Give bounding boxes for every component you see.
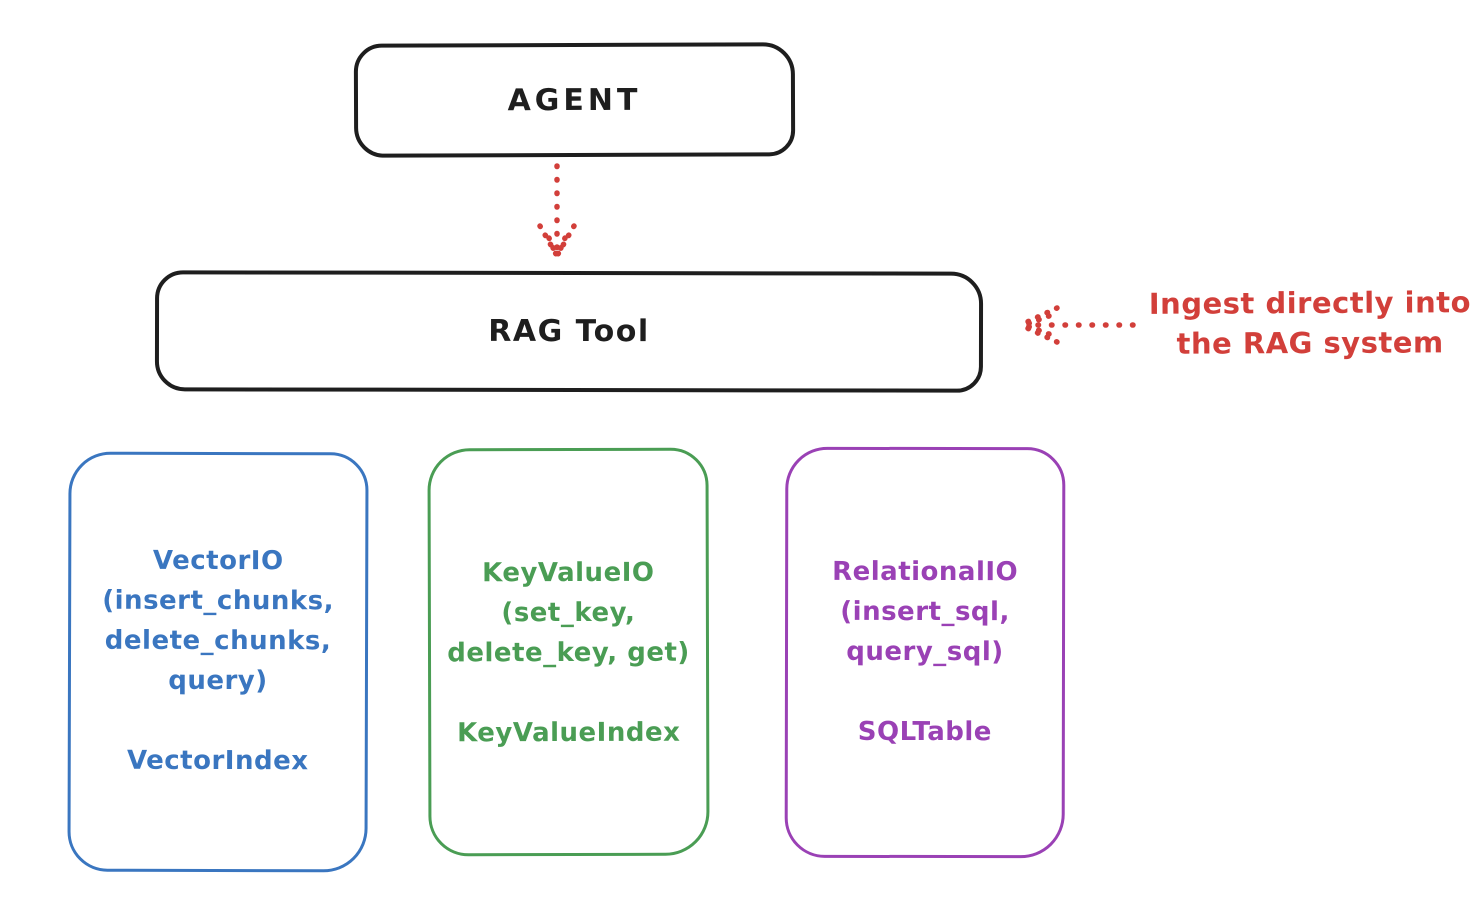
relationalio-methods-line2: query_sql) xyxy=(846,636,1004,668)
vectorio-title: VectorIO xyxy=(152,545,284,577)
vectorio-index-label: VectorIndex xyxy=(126,745,309,777)
keyvalueio-methods-line1: (set_key, xyxy=(501,597,636,629)
relationalio-title: RelationalIO xyxy=(832,556,1019,588)
relationalio-methods-line1: (insert_sql, xyxy=(840,596,1010,628)
keyvalueio-methods-line2: delete_key, get) xyxy=(447,637,690,669)
ingest-annotation: Ingest directly into the RAG system xyxy=(1140,282,1480,364)
rag-tool-node: RAG Tool xyxy=(154,270,984,393)
keyvalueio-index-label: KeyValueIndex xyxy=(457,717,681,749)
vectorio-methods-line3: query) xyxy=(168,665,268,697)
agent-node: AGENT xyxy=(353,42,796,158)
store-card-relationalio: RelationalIO (insert_sql, query_sql) SQL… xyxy=(784,446,1066,859)
ingest-annotation-line1: Ingest directly into xyxy=(1148,285,1472,321)
store-card-keyvalueio: KeyValueIO (set_key, delete_key, get) Ke… xyxy=(427,447,710,857)
vectorio-methods-line2: delete_chunks, xyxy=(104,625,332,657)
relationalio-index-label: SQLTable xyxy=(857,716,992,748)
rag-tool-label: RAG Tool xyxy=(488,313,650,350)
dotted-arrow-down-icon xyxy=(537,163,577,258)
agent-label: AGENT xyxy=(507,82,642,118)
keyvalueio-title: KeyValueIO xyxy=(482,557,655,589)
dotted-arrow-left-icon xyxy=(1022,305,1136,345)
vectorio-methods-line1: (insert_chunks, xyxy=(102,585,335,617)
ingest-annotation-line2: the RAG system xyxy=(1176,325,1444,361)
store-card-vectorio: VectorIO (insert_chunks, delete_chunks, … xyxy=(67,451,369,873)
